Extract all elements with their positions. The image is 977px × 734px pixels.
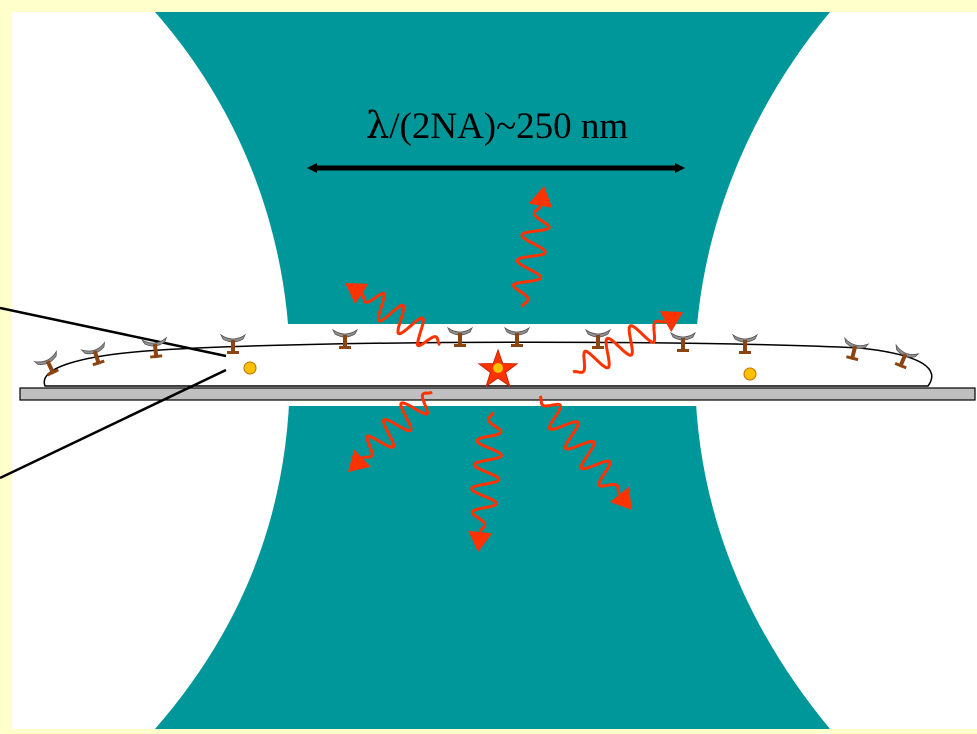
- probe-dot-right: [743, 367, 757, 381]
- receptor-icon: [219, 333, 247, 354]
- receptor-icon: [503, 326, 531, 347]
- receptor-icon: [33, 349, 59, 377]
- resolution-expression: /(2NA)~250 nm: [389, 106, 629, 147]
- coverslip: [19, 387, 976, 401]
- probe-dot-left: [243, 361, 257, 375]
- receptor-group: [33, 326, 920, 377]
- receptor-icon: [141, 336, 168, 359]
- receptor-icon: [446, 326, 474, 347]
- receptor-icon: [331, 328, 359, 349]
- wavy-arrow-icon: [348, 390, 433, 472]
- emission-group: [345, 186, 683, 552]
- wavy-arrow-icon: [572, 311, 683, 374]
- receptor-icon: [584, 328, 612, 349]
- wavy-arrow-icon: [345, 283, 441, 348]
- fluorophore-core: [493, 363, 503, 373]
- wavy-arrow-icon: [468, 411, 503, 552]
- wavy-arrow-icon: [511, 186, 553, 308]
- receptor-icon: [669, 331, 697, 352]
- callout-line-lower: [0, 368, 227, 480]
- receptor-icon: [894, 343, 920, 370]
- receptor-icon: [80, 341, 106, 367]
- lambda-symbol: λ: [365, 104, 390, 147]
- receptor-icon: [731, 333, 759, 354]
- callout-line-upper: [0, 306, 227, 358]
- wavy-arrow-icon: [538, 395, 632, 510]
- resolution-label: λ/(2NA)~250 nm: [300, 104, 694, 148]
- receptor-icon: [844, 336, 870, 362]
